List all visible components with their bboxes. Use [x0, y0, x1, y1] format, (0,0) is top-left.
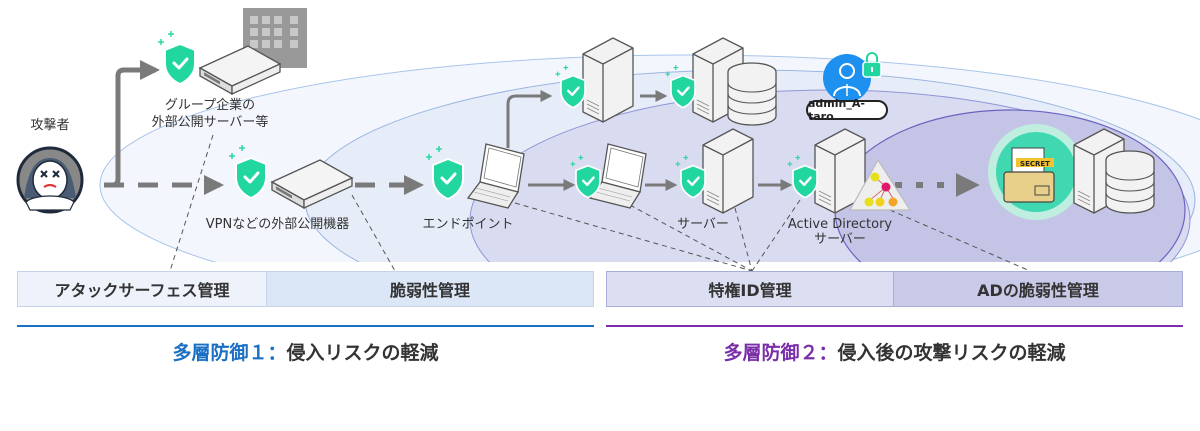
- layer2-text: 侵入後の攻撃リスクの軽減: [837, 342, 1066, 364]
- attacker-label: 攻撃者: [30, 118, 70, 133]
- category-privileged-id: 特権ID管理: [606, 271, 894, 307]
- admin-user-icon: [823, 54, 871, 102]
- connector-lines: [169, 134, 1031, 272]
- category-ad-vulnerability: ADの脆弱性管理: [894, 271, 1183, 307]
- layer2-accent: 多層防御２: [723, 342, 819, 364]
- server-icon: [702, 128, 754, 214]
- layer1-divider: [17, 325, 594, 327]
- lock-icon: [862, 52, 882, 78]
- secret-data-icon: [988, 124, 1084, 220]
- layer2-divider: [606, 325, 1183, 327]
- category-attack-surface: アタックサーフェス管理: [17, 271, 267, 307]
- group-server-label-1: グループ企業の: [164, 98, 256, 113]
- shield-check-icon: [156, 29, 197, 86]
- database-icon: [1105, 150, 1155, 214]
- layer1-title: 多層防御１：侵入リスクの軽減: [17, 338, 594, 365]
- layer2-sep: ：: [818, 342, 838, 364]
- server-icon: [582, 37, 634, 123]
- layer1-sep: ：: [267, 342, 287, 364]
- layer1-accent: 多層防御１: [172, 342, 268, 364]
- endpoint-label: エンドポイント: [422, 217, 514, 232]
- attacker-avatar-icon: [16, 146, 84, 214]
- ad-tree-icon: [848, 158, 912, 211]
- category-vulnerability: 脆弱性管理: [267, 271, 594, 307]
- secret-tag: SECRET: [1020, 160, 1050, 168]
- vpn-label: VPNなどの外部公開機器: [205, 217, 350, 232]
- group-server-label-2: 外部公開サーバー等: [151, 115, 269, 130]
- arrow-endpoint-up: [506, 90, 553, 148]
- admin-account-badge: admin_A-taro: [806, 97, 888, 123]
- layer1-text: 侵入リスクの軽減: [286, 342, 439, 364]
- layer2-title: 多層防御２：侵入後の攻撃リスクの軽減: [606, 338, 1183, 365]
- ad-label-1: Active Directory: [787, 217, 893, 232]
- server-label: サーバー: [677, 217, 729, 232]
- ad-label-2: サーバー: [814, 232, 866, 247]
- database-icon: [727, 62, 777, 126]
